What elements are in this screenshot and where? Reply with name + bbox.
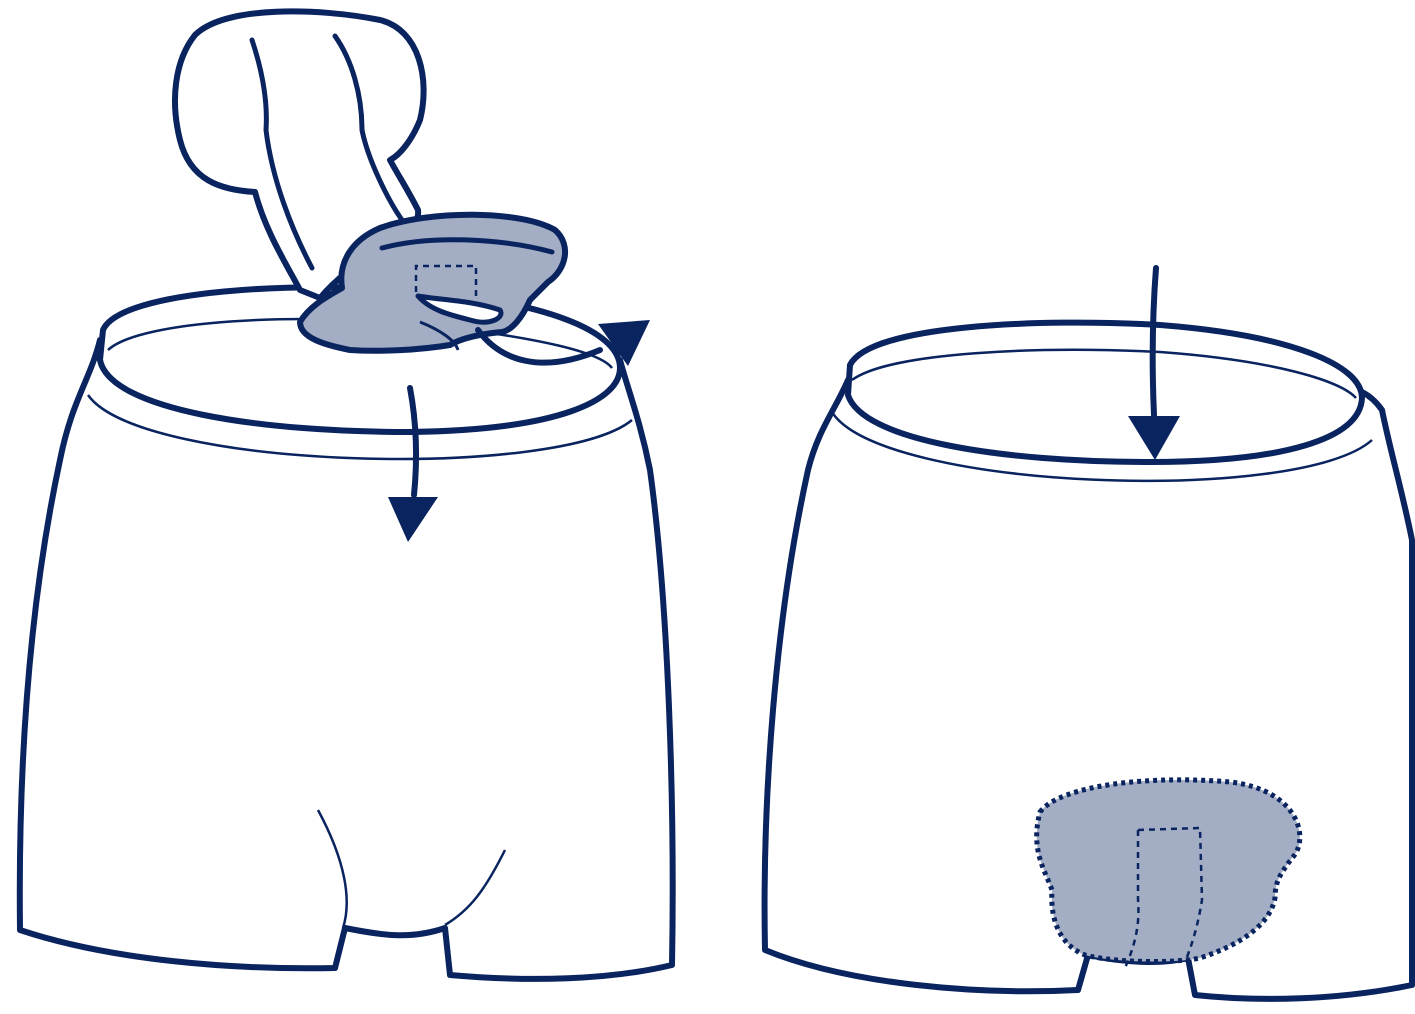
right-waist-opening	[848, 323, 1362, 462]
right-down-arrow-shaft	[1153, 268, 1156, 415]
left-panel	[20, 11, 673, 978]
right-panel	[765, 268, 1412, 999]
left-shorts-icon	[20, 287, 673, 979]
